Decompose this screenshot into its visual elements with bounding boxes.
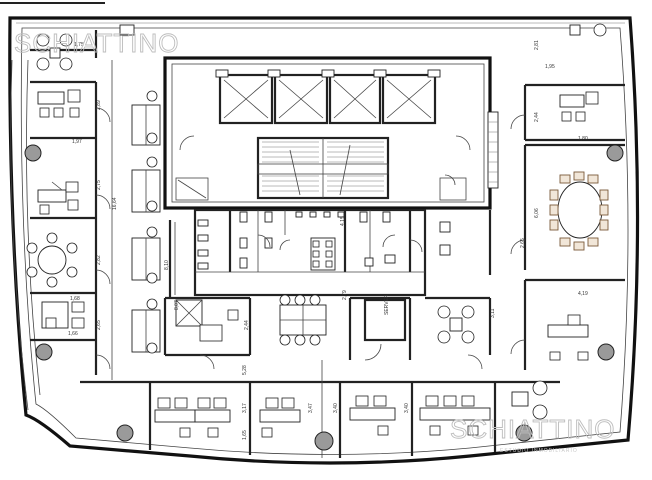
server-room: SERVER xyxy=(363,294,407,342)
elevator-3 xyxy=(328,73,382,125)
dim-21: 2,65 xyxy=(520,238,526,248)
partitions xyxy=(30,30,625,458)
watermark-brand-top: SCHIATTINO xyxy=(14,28,180,58)
watermark-brand-bottom: SCHIATTINO xyxy=(450,414,616,444)
dim-27: 6,06 xyxy=(534,208,540,218)
watermark-bottom: SCHIATTINO ESTUDIO INMOBILIARIO xyxy=(450,414,616,454)
staircase xyxy=(256,136,390,200)
dim-12: 2,44 xyxy=(244,320,250,330)
office-right-2 xyxy=(547,314,589,361)
restrooms xyxy=(193,208,451,297)
dim-13: 5,28 xyxy=(242,365,248,375)
elevator-1 xyxy=(218,73,274,125)
office-right-1 xyxy=(559,23,607,122)
dim-8: 1,66 xyxy=(68,331,78,337)
dim-14: 3,17 xyxy=(242,403,248,413)
dim-16: 3,40 xyxy=(333,403,339,413)
building-core xyxy=(163,56,499,210)
dim-10: 8,10 xyxy=(164,260,170,270)
top-left-lounge xyxy=(36,24,135,71)
office-left-1 xyxy=(37,89,81,118)
right-round-tables xyxy=(437,305,475,344)
round-meeting-left xyxy=(26,232,78,288)
dim-23: 2,44 xyxy=(534,112,540,122)
dim-11: 8,07 xyxy=(174,300,180,310)
dim-2: 1,97 xyxy=(72,139,82,145)
server-room-label: SERVER xyxy=(384,294,390,315)
office-left-3 xyxy=(41,301,85,329)
dim-3: 2,89 xyxy=(96,100,102,110)
shaft-right xyxy=(487,111,499,189)
center-meeting-table xyxy=(310,237,336,271)
dim-26: 1,80 xyxy=(578,136,588,142)
dim-17: 3,47 xyxy=(308,403,314,413)
bottom-offices xyxy=(154,380,548,438)
structural-columns xyxy=(24,144,624,451)
dim-22: 3,11 xyxy=(490,308,496,318)
office-left-2 xyxy=(37,181,79,215)
watermark-tagline: ESTUDIO INMOBILIARIO xyxy=(500,448,578,454)
dim-19: 4,15 xyxy=(340,216,346,226)
dim-7: 2,65 xyxy=(96,320,102,330)
elevator-2 xyxy=(273,73,329,125)
dim-9: 16,64 xyxy=(112,197,118,210)
dim-28: 4,19 xyxy=(578,291,588,297)
dim-5: 1,68 xyxy=(70,296,80,302)
reception-lounge xyxy=(175,299,239,342)
watermark-top: SCHIATTINO xyxy=(14,28,180,59)
workstations-column xyxy=(131,90,161,354)
dimension-labels: 1,75 1,97 2,89 2,75 1,68 2,82 2,65 1,66 … xyxy=(68,40,588,440)
central-workstations xyxy=(279,294,327,346)
dim-15: 1,65 xyxy=(242,430,248,440)
boardroom xyxy=(549,171,609,251)
dim-6: 2,82 xyxy=(96,255,102,265)
elevator-4 xyxy=(381,73,437,125)
dim-25: 1,95 xyxy=(545,64,555,70)
dim-18: 3,40 xyxy=(404,403,410,413)
dim-20: 2,79 xyxy=(342,290,348,300)
dim-4: 2,75 xyxy=(96,180,102,190)
building-outline xyxy=(8,16,640,465)
dim-24: 2,81 xyxy=(534,40,540,50)
dim-1: 1,75 xyxy=(74,42,84,48)
